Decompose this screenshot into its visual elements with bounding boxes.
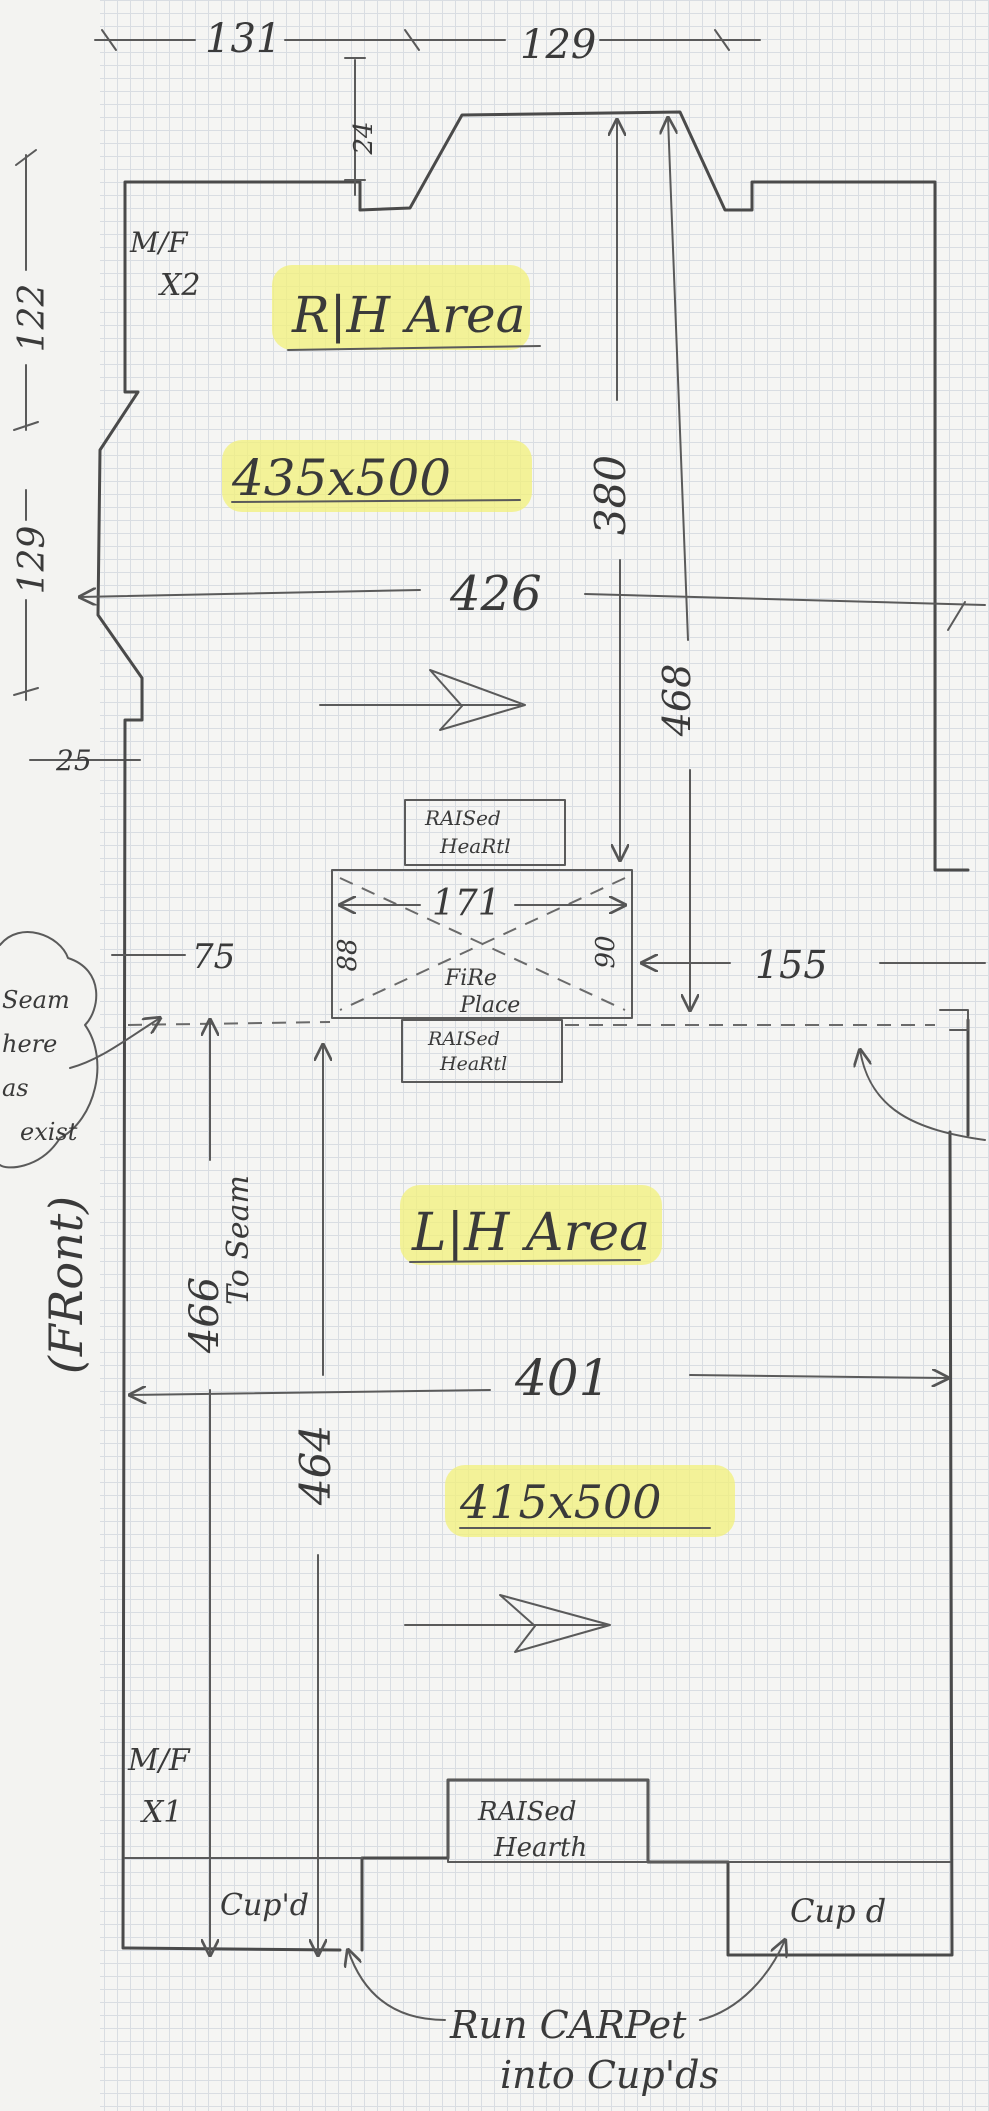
- lh-seam-depth: 466: [182, 1277, 228, 1354]
- top-dim-left: 131: [205, 16, 281, 62]
- seam-note-line3: as: [2, 1074, 29, 1102]
- carpet-note-arrow-left: [348, 1950, 446, 2021]
- top-dim-right: 129: [520, 22, 596, 68]
- fireplace-cross: [339, 877, 626, 1011]
- fireplace-box: [331, 869, 633, 1019]
- raised-hearth-lower-line1: RAISed: [477, 1797, 576, 1827]
- offset-dim: 75: [192, 937, 235, 977]
- fireplace-to-wall: 155: [755, 943, 828, 987]
- cupd-right: Cup d: [790, 1892, 886, 1930]
- carpet-note-line2: into Cup'ds: [500, 2053, 719, 2097]
- right-seam-arrow: [860, 1050, 986, 1141]
- lh-width: 401: [514, 1349, 610, 1407]
- lh-to-seam: To Seam: [221, 1175, 256, 1305]
- lh-width-line-right: [689, 1375, 948, 1378]
- fireplace-left-depth: 88: [333, 938, 363, 971]
- lh-width-line-left: [130, 1390, 491, 1395]
- rh-area-title: R|H Area: [291, 286, 525, 344]
- seam-line-left: [127, 1021, 331, 1026]
- raised-hearth-lower-line2: Hearth: [493, 1833, 587, 1863]
- seam-note-line4: exist: [20, 1118, 78, 1146]
- lh-depth: 464: [291, 1425, 340, 1506]
- fireplace-right-depth: 90: [591, 935, 621, 968]
- lh-mf-count: X1: [140, 1795, 182, 1830]
- rh-mf-count: X2: [158, 268, 200, 303]
- fireplace-width: 171: [432, 883, 501, 924]
- lh-area-title: L|H Area: [411, 1203, 650, 1263]
- front-label: (FRont): [39, 1196, 93, 1374]
- rh-depth-a: 380: [586, 455, 635, 535]
- rh-mf-label: M/F: [129, 226, 189, 259]
- rh-title-highlight: [272, 265, 530, 350]
- rh-size-highlight: [222, 440, 532, 512]
- room-outline: [96, 110, 970, 1957]
- notch-dim: 25: [55, 744, 92, 777]
- raised-hearth-top-line2: HeaRtl: [439, 834, 511, 858]
- seam-note-line1: Seam: [2, 986, 70, 1014]
- raised-hearth-top: [404, 799, 566, 866]
- raised-hearth-bottom-line1: RAISed: [427, 1028, 500, 1050]
- rh-area-size: 435x500: [231, 449, 451, 507]
- lh-mf-label: M/F: [127, 1743, 191, 1778]
- paper-margin: [0, 0, 100, 2111]
- fireplace-label-line2: Place: [459, 993, 520, 1018]
- left-dim-lower: 129: [12, 526, 53, 595]
- carpet-note-arrow-right: [699, 1940, 785, 2021]
- left-dimension-line: [13, 149, 39, 701]
- pile-direction-arrow-upper: [319, 669, 526, 731]
- carpet-note-line1: Run CARPet: [449, 2003, 687, 2047]
- raised-hearth-bottom: [401, 1019, 563, 1083]
- rh-width-line-left: [80, 590, 421, 597]
- lh-area-size: 415x500: [459, 1475, 662, 1529]
- seam-note-cloud: [0, 931, 99, 1169]
- seam-note-line2: here: [2, 1030, 57, 1058]
- notch-dim-value: 24: [349, 121, 379, 155]
- top-dimension-line: [94, 29, 761, 51]
- cupd-left: Cup'd: [220, 1888, 309, 1923]
- lh-size-highlight: [445, 1465, 735, 1537]
- raised-hearth-lower: [447, 1779, 649, 1863]
- left-dim-upper: 122: [12, 284, 53, 353]
- rh-depth-b: 468: [655, 664, 699, 738]
- raised-hearth-bottom-line2: HeaRtl: [439, 1053, 507, 1075]
- rh-width: 426: [449, 566, 542, 622]
- raised-hearth-top-line1: RAISed: [424, 806, 501, 830]
- seam-note-arrow: [69, 1018, 160, 1069]
- lh-title-highlight: [400, 1185, 662, 1265]
- rh-depth-b-upper: [668, 118, 689, 641]
- fireplace-label-line1: FiRe: [444, 966, 497, 991]
- pile-direction-arrow-lower: [404, 1594, 611, 1653]
- rh-width-line-right: [584, 593, 986, 606]
